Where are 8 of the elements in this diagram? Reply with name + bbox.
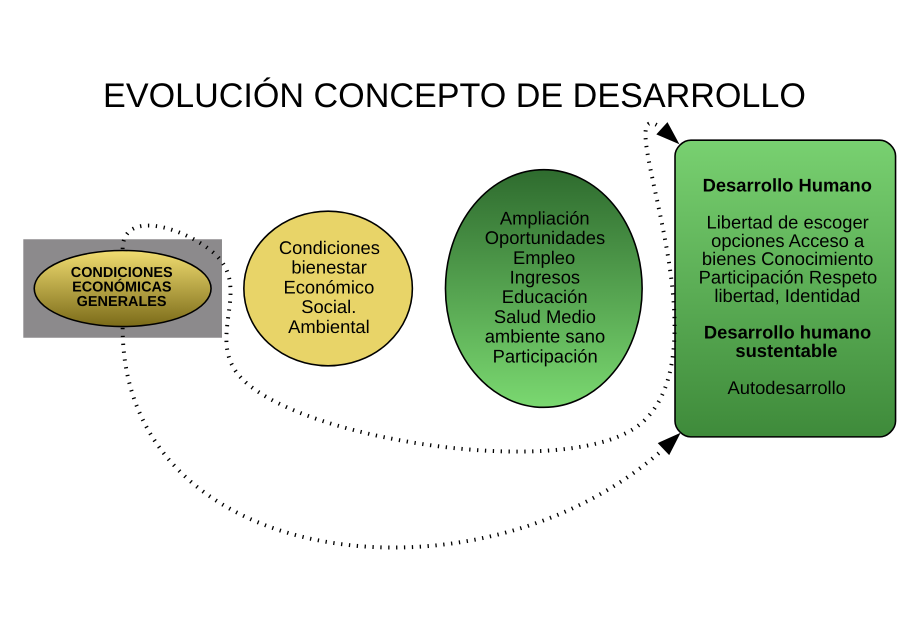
- node-circle: Condiciones bienestar Económico Social. Ambiental: [243, 210, 414, 366]
- node-ellipse: CONDICIONES ECONÓMICAS GENERALES: [33, 249, 212, 327]
- diagram-title: EVOLUCIÓN CONCEPTO DE DESARROLLO: [103, 76, 806, 114]
- cluster: [23, 238, 222, 338]
- node-ellipse: Ampliación Oportunidades Empleo Ingresos Educación Salud Medio ambiente sano Participación: [444, 168, 643, 408]
- arrow: [120, 122, 680, 453]
- arrow: [120, 327, 681, 549]
- node-box: Desarrollo Humano Libertad de escoger opciones Acceso a bienes Conocimiento Participación Respeto libertad, Identidad Desarrollo humano sustentable Autodesarrollo: [674, 138, 896, 438]
